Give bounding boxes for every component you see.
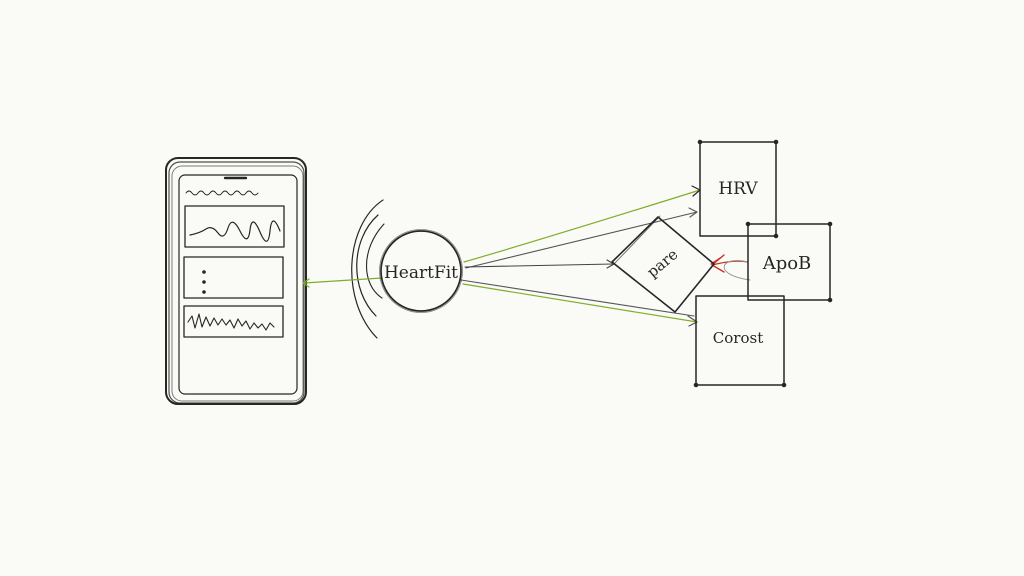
link-hub-pare <box>464 263 614 268</box>
apob-label: ApoB <box>762 253 812 274</box>
signal-waves <box>351 199 385 339</box>
pare-label: pare <box>643 245 681 281</box>
phone-list-card <box>183 256 284 299</box>
hrv-label: HRV <box>718 179 758 199</box>
link-hub-cortisol <box>462 283 698 323</box>
hub-node <box>379 229 463 313</box>
phone-waveform-chart <box>183 305 284 338</box>
phone-ecg-chart <box>184 205 285 248</box>
link-hub-hrv <box>463 189 701 263</box>
phone-header-text <box>185 190 259 196</box>
connections <box>302 185 751 327</box>
link-hub-phone <box>303 277 383 284</box>
hub-label: HeartFit <box>384 263 458 283</box>
cortisol-label: Corost <box>713 329 763 347</box>
node-hrv-box <box>697 139 779 239</box>
pare-node <box>611 215 715 313</box>
phone-device <box>165 157 307 405</box>
node-cortisol-box <box>693 295 787 388</box>
node-apob-box <box>745 221 833 303</box>
